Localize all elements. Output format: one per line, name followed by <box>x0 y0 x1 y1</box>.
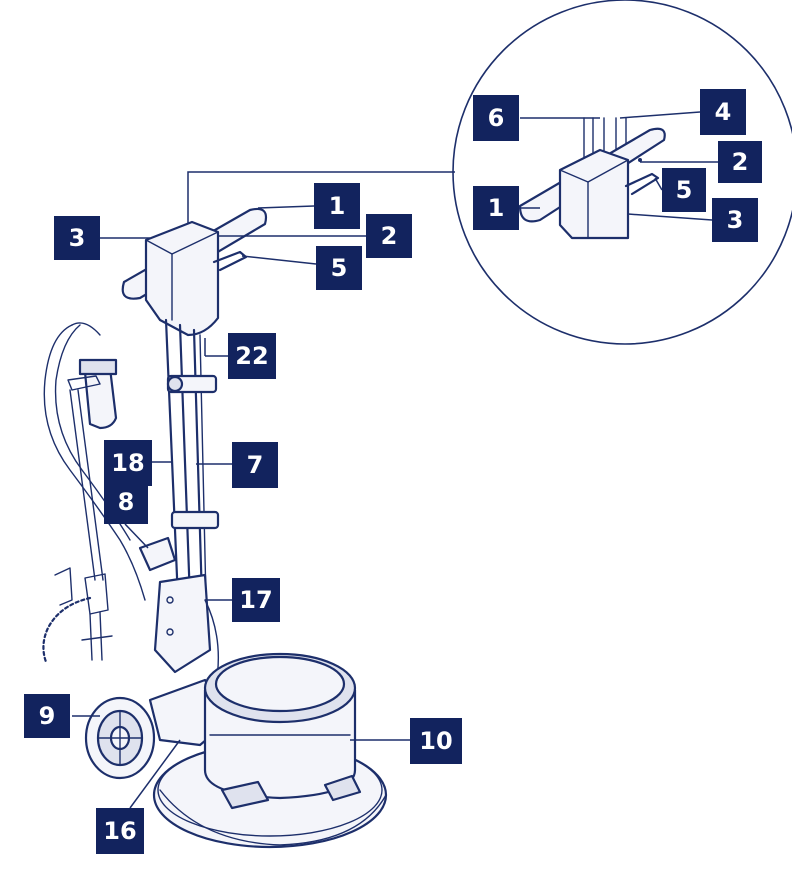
svg-text:18: 18 <box>111 449 144 477</box>
machine-drawing <box>42 207 388 849</box>
label-main-1: 1 <box>314 183 360 229</box>
svg-text:22: 22 <box>235 342 268 370</box>
svg-text:3: 3 <box>69 224 86 252</box>
svg-text:9: 9 <box>39 702 56 730</box>
label-detail-2: 2 <box>718 141 762 183</box>
label-main-7: 7 <box>232 442 278 488</box>
svg-text:5: 5 <box>331 254 348 282</box>
label-detail-1: 1 <box>473 186 519 230</box>
label-main-8: 8 <box>104 480 148 524</box>
handle-head-drawing <box>121 207 268 337</box>
svg-text:1: 1 <box>488 194 505 222</box>
label-main-16: 16 <box>96 808 144 854</box>
label-main-5: 5 <box>316 246 362 290</box>
svg-text:5: 5 <box>676 176 693 204</box>
leader-main-8 <box>124 523 149 549</box>
detail-inset: 6 4 2 5 1 3 <box>187 0 792 345</box>
svg-text:17: 17 <box>239 586 272 614</box>
leader-detail-3 <box>627 213 713 221</box>
label-main-3: 3 <box>54 216 100 260</box>
detail-connector-line <box>187 171 455 240</box>
svg-text:7: 7 <box>247 451 264 479</box>
label-detail-3: 3 <box>712 198 758 242</box>
svg-text:1: 1 <box>329 192 346 220</box>
leader-main-1 <box>257 205 315 209</box>
leader-main-5 <box>241 255 317 265</box>
leader-detail-4 <box>619 111 701 119</box>
svg-text:6: 6 <box>488 104 505 132</box>
svg-text:3: 3 <box>727 206 744 234</box>
label-main-10: 10 <box>410 718 462 764</box>
main-leaders <box>72 205 410 809</box>
label-main-17: 17 <box>232 578 280 622</box>
label-main-18: 18 <box>104 440 152 486</box>
svg-text:4: 4 <box>715 98 732 126</box>
label-main-22: 22 <box>228 333 276 379</box>
svg-text:8: 8 <box>118 488 135 516</box>
label-detail-6: 6 <box>473 95 519 141</box>
spray-kit-drawing <box>42 322 146 664</box>
svg-text:2: 2 <box>732 148 749 176</box>
base-drawing <box>84 652 388 849</box>
svg-text:16: 16 <box>103 817 136 845</box>
svg-text:10: 10 <box>419 727 452 755</box>
label-detail-5: 5 <box>662 168 706 212</box>
svg-text:2: 2 <box>381 222 398 250</box>
leader-detail-5 <box>654 177 663 191</box>
label-main-9: 9 <box>24 694 70 738</box>
label-main-2: 2 <box>366 214 412 258</box>
label-detail-4: 4 <box>700 89 746 135</box>
detail-handle-drawing <box>518 117 666 240</box>
leader-main-16 <box>129 739 181 809</box>
